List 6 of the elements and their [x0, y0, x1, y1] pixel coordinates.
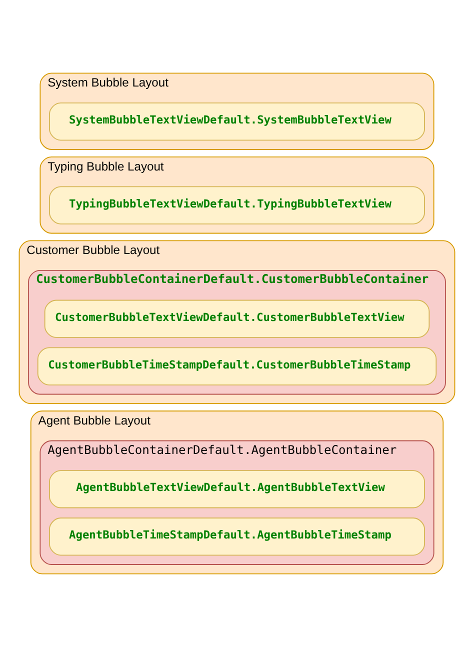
node-box: SystemBubbleTextViewDefault.SystemBubbleTextView [49, 102, 425, 140]
node-box: CustomerBubbleTimeStampDefault.CustomerBubbleTimeStamp [37, 346, 437, 385]
node-box: CustomerBubbleTextViewDefault.CustomerBubbleTextView [44, 299, 430, 338]
node-box: TypingBubbleTextViewDefault.TypingBubbleTextView [49, 186, 425, 224]
node-box: AgentBubbleTimeStampDefault.AgentBubbleTimeStamp [49, 517, 425, 556]
node-box: AgentBubbleTextViewDefault.AgentBubbleTextView [49, 470, 425, 508]
